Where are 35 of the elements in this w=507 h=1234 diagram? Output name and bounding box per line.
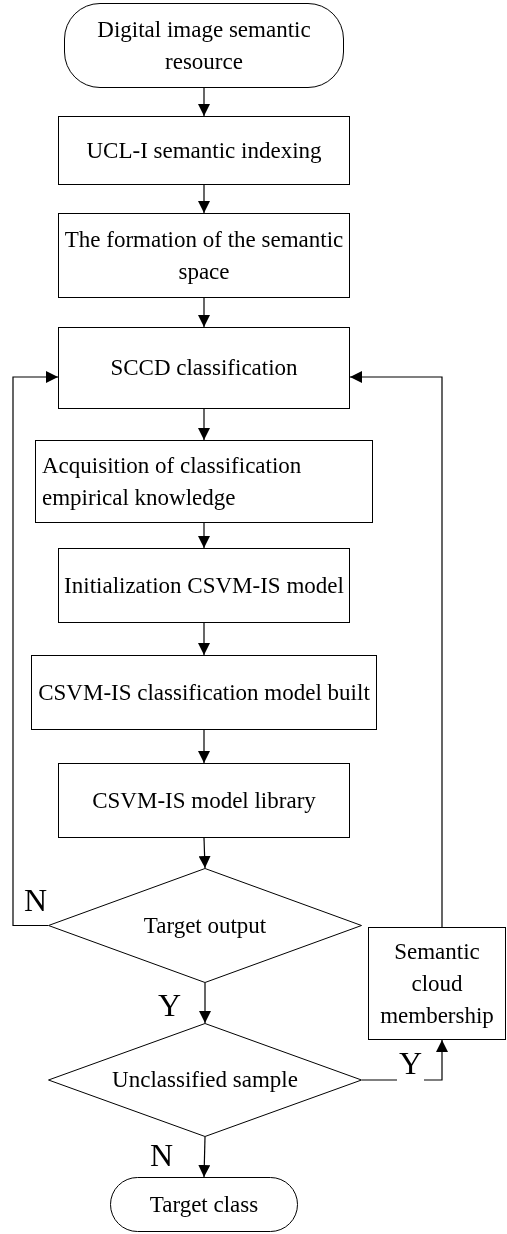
arrow bbox=[198, 522, 210, 549]
box-label: SCCD classification bbox=[109, 354, 299, 382]
process-box bbox=[368, 927, 506, 1040]
box-label: Semantic cloud membership bbox=[379, 937, 495, 1030]
box-label: UCL-I semantic indexing bbox=[85, 136, 323, 165]
box-label: Initialization CSVM-IS model bbox=[63, 571, 345, 600]
diamond-label: Unclassified sample bbox=[111, 1066, 299, 1094]
process-box bbox=[58, 548, 350, 623]
box-label: Acquisition of classification empirical knowledge bbox=[41, 451, 303, 512]
box-label: Digital image semantic resource bbox=[96, 15, 312, 76]
process-box bbox=[58, 327, 350, 409]
arrow bbox=[198, 1136, 211, 1178]
arrow bbox=[198, 622, 210, 656]
arrow bbox=[198, 729, 210, 764]
box-label: CSVM-IS model library bbox=[91, 786, 317, 815]
box-label: The formation of the semantic space bbox=[63, 225, 345, 286]
arrow bbox=[198, 184, 210, 214]
decision-diamond bbox=[48, 1023, 362, 1137]
diamond-label: Target output bbox=[142, 911, 268, 940]
process-box bbox=[58, 763, 350, 838]
decision-diamond bbox=[48, 868, 362, 983]
arrow bbox=[198, 87, 210, 117]
arrow bbox=[349, 371, 443, 928]
process-box bbox=[58, 213, 350, 298]
process-box bbox=[31, 655, 377, 730]
arrow bbox=[198, 297, 210, 328]
terminal-shape bbox=[64, 3, 344, 88]
process-box bbox=[35, 440, 373, 523]
arrow bbox=[199, 982, 211, 1024]
arrow bbox=[12, 371, 59, 927]
arrow bbox=[198, 837, 211, 869]
arrow bbox=[198, 408, 210, 441]
process-box bbox=[58, 116, 350, 185]
box-label: Target class bbox=[148, 1190, 260, 1219]
box-label: CSVM-IS classification model built bbox=[37, 678, 371, 707]
